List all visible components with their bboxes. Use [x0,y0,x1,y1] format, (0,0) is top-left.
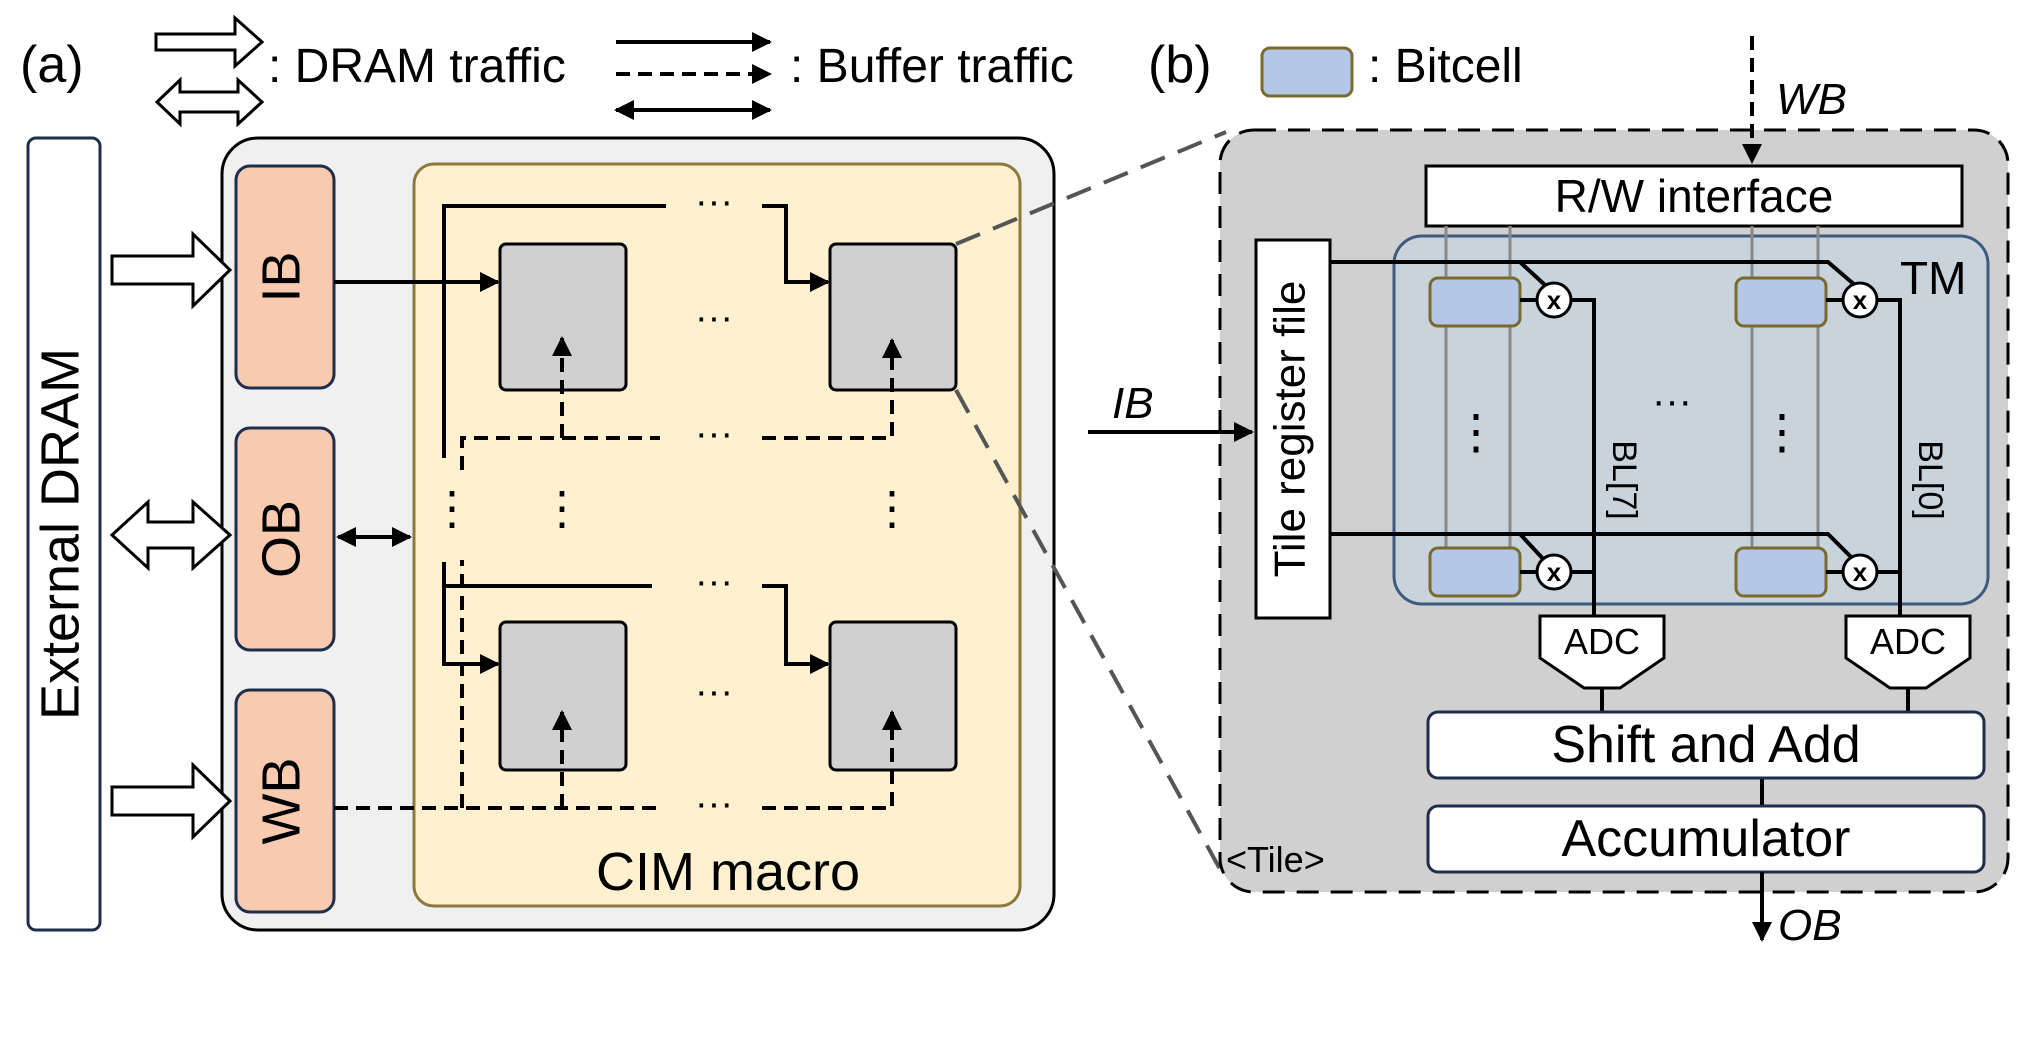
weight-traffic-lines [334,336,902,810]
ellipsis-bitcell-col1: ⋮ [1452,406,1500,459]
external-dram-block [26,136,102,932]
tile-register-file-block [1254,238,1332,620]
weight-buffer-label: WB [251,758,311,845]
output-buffer-label: OB [251,500,311,578]
wordlines [1330,260,1858,564]
multiply-icon: x [1841,553,1879,591]
adc-right: ADC [1844,614,1972,690]
wb-input-label: WB [1776,75,1847,124]
ellipsis-row1-mid: ··· [695,297,733,339]
tm-label: TM [1900,252,1966,304]
legend-bitcell-icon [1260,46,1354,98]
ellipsis-col1: ⋮ [429,482,475,534]
rw-interface-block [1424,164,1964,228]
legend-dram-traffic-icon [154,14,265,128]
legend-buffer-traffic-label: : Buffer traffic [790,40,1074,93]
tile-register-file-label: Tile register file [1266,281,1315,578]
panel-a-label: (a) [20,36,84,94]
cim-macro-label: CIM macro [596,842,860,902]
buffer-traffic-lines [334,204,830,674]
legend-bitcell-label: : Bitcell [1368,40,1523,93]
ob-output-label: OB [1778,901,1842,950]
dram-traffic-arrows [109,230,233,841]
input-buffer-label: IB [251,251,311,302]
bl7-label: BL[7] [1605,440,1643,519]
dram-to-wb-arrow [110,761,233,841]
multiply-icon: x [1841,281,1879,319]
adc-output-lines [1600,688,1910,806]
ellipsis-col2: ⋮ [539,482,585,534]
zoom-lines [954,130,1228,881]
bitcell [1428,546,1522,598]
tm-ellipses: ⋮ ⋮ ··· [1452,379,1806,459]
ellipsis-row1: ··· [695,181,733,223]
tile-grid [498,242,958,772]
bitcell [1734,276,1828,328]
ib-input-label: IB [1112,379,1154,428]
rw-interface-label: R/W interface [1555,170,1834,222]
bl-output-lines [1572,298,1902,620]
adc-left: ADC [1538,614,1666,690]
panel-b-label: (b) [1148,36,1212,94]
tile-label: <Tile> [1226,839,1325,880]
bitcell [1734,546,1828,598]
multiply-icon: x [1535,553,1573,591]
cell-connectors [1520,298,1842,574]
svg-text:x: x [1547,285,1562,315]
multipliers: x x x x [1535,281,1879,591]
legend-buffer-traffic-icon [614,32,772,120]
ellipsis-bitcell-col2: ⋮ [1758,406,1806,459]
accumulator-label: Accumulator [1562,810,1851,868]
dram-to-ib-arrow [110,230,233,310]
tile-bottom-right [828,620,958,772]
dram-ob-bidirectional-arrow [109,498,233,572]
ellipsis-row1-weight: ··· [695,413,733,455]
svg-text:x: x [1853,557,1868,587]
macro-ellipses: ··· ··· ··· ··· ··· ··· ⋮ ⋮ ⋮ [429,181,915,825]
bitcell [1428,276,1522,328]
shift-and-add-label: Shift and Add [1551,716,1860,774]
shift-and-add-block [1426,710,1986,780]
ellipsis-col3: ⋮ [869,482,915,534]
adc-left-label: ADC [1564,621,1640,662]
weight-buffer: WB [234,688,336,914]
input-buffer: IB [234,164,336,390]
ellipsis-row2-mid: ··· [695,671,733,713]
svg-text:x: x [1853,285,1868,315]
output-buffer: OB [234,426,336,652]
ellipsis-row2: ··· [695,561,733,603]
svg-text:x: x [1547,557,1562,587]
bitcells [1428,276,1828,598]
bl0-label: BL[0] [1911,440,1949,519]
tile-bottom-left [498,620,628,772]
multiply-icon: x [1535,281,1573,319]
accumulator-block [1426,804,1986,874]
ellipsis-bitlines: ··· [1652,379,1692,423]
adc-right-label: ADC [1870,621,1946,662]
ellipsis-row2-weight: ··· [695,783,733,825]
external-dram-label: External DRAM [30,348,90,720]
tm-block [1392,234,1990,606]
legend-dram-traffic-label: : DRAM traffic [268,40,566,93]
